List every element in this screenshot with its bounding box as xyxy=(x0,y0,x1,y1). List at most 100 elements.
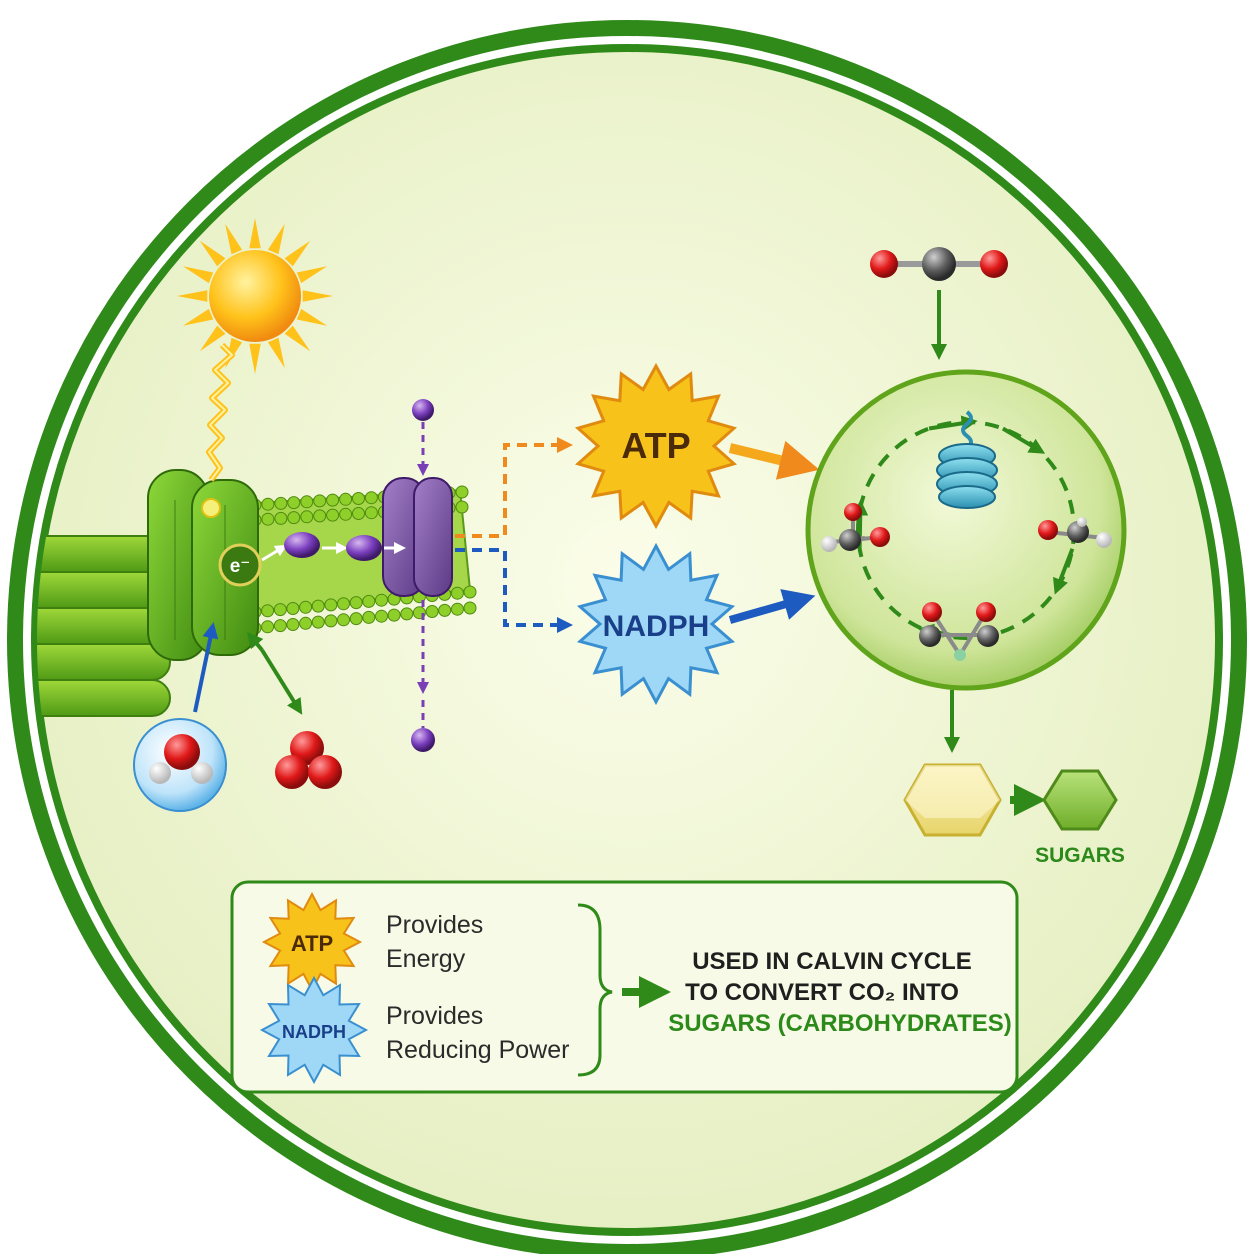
lipid-head xyxy=(375,593,388,607)
lipid-head xyxy=(326,508,340,522)
sun-ray xyxy=(177,290,208,302)
lipid-head xyxy=(273,603,287,617)
legend-nadph-desc-line1: Provides xyxy=(386,1002,483,1030)
sun-ray xyxy=(296,308,328,326)
lipid-head xyxy=(324,598,338,612)
sugar-product-icon xyxy=(1042,769,1118,831)
sun-ray xyxy=(249,343,261,374)
photosystem-to-oxygen-arrow xyxy=(260,648,303,715)
atp-burst: ATP xyxy=(574,362,738,530)
legend-nadph-badge: NADPH xyxy=(259,975,369,1085)
cycle-arrow xyxy=(1001,426,1046,454)
atp-label: ATP xyxy=(621,425,690,466)
water-molecule-icon xyxy=(133,718,227,812)
lipid-head xyxy=(273,619,287,633)
lipid-head xyxy=(425,605,439,618)
sugars-label: SUGARS xyxy=(1035,844,1125,867)
lipid-head xyxy=(450,602,464,616)
sun-ray xyxy=(249,218,261,249)
electron-label: e⁻ xyxy=(230,556,251,577)
lipid-head xyxy=(375,609,388,623)
electron-badge: e⁻ xyxy=(218,543,262,587)
lipid-head xyxy=(364,506,378,520)
proton-pathway xyxy=(411,399,435,752)
lipid-head xyxy=(287,496,301,510)
legend-brace xyxy=(577,903,613,1077)
lipid-head xyxy=(337,597,350,611)
sun-ray xyxy=(302,290,333,302)
thylakoid-stack xyxy=(37,535,171,717)
sun-ray xyxy=(182,308,214,326)
lipid-head xyxy=(311,599,325,613)
lipid-head xyxy=(352,492,365,505)
lipid-head xyxy=(261,604,275,618)
lipid-head xyxy=(450,586,464,600)
co2-molecule-icon xyxy=(870,247,1008,281)
sun-ray xyxy=(296,266,328,284)
arrow-to-atp xyxy=(455,437,573,538)
lipid-head xyxy=(261,620,275,634)
lipid-head xyxy=(463,585,477,599)
lipid-head xyxy=(286,618,300,631)
legend-result-line1: USED IN CALVIN CYCLE xyxy=(692,948,972,975)
sun-icon xyxy=(177,218,333,518)
electron-carriers xyxy=(261,532,406,562)
lipid-head xyxy=(287,511,301,525)
lipid-head xyxy=(326,493,340,507)
sun-ray xyxy=(284,240,311,267)
lipid-head xyxy=(455,485,469,499)
lipid-head xyxy=(337,613,350,627)
lipid-head xyxy=(362,594,376,608)
sun-ray xyxy=(267,223,285,255)
lipid-head xyxy=(349,596,363,610)
nadph-burst: NADPH xyxy=(576,542,736,706)
arrow-to-nadph xyxy=(455,548,573,633)
lipid-head xyxy=(349,612,363,626)
lipid-head xyxy=(261,497,275,511)
lipid-head xyxy=(311,615,325,629)
legend-result-line2: TO CONVERT CO₂ INTO xyxy=(685,979,959,1006)
lipid-head xyxy=(463,601,477,615)
lipid-head xyxy=(339,492,353,506)
sun-ray xyxy=(225,223,243,255)
sun-ray xyxy=(199,240,226,267)
lipid-head xyxy=(300,495,314,509)
legend-atp-label: ATP xyxy=(291,931,333,956)
legend-panel: ATP Provides Energy NADPH Provides Reduc… xyxy=(230,880,1019,1094)
lipid-head xyxy=(274,511,288,525)
rubisco-enzyme-icon xyxy=(936,410,998,509)
cycle-arrow xyxy=(928,415,978,432)
sun-ray xyxy=(267,337,285,369)
lipid-head xyxy=(299,600,313,614)
sun-ray xyxy=(284,325,311,352)
lipid-head xyxy=(300,510,314,524)
cytochrome-complex xyxy=(382,477,453,597)
nadph-to-cycle-arrow xyxy=(728,589,816,624)
cycle-molecule-right xyxy=(1038,517,1112,548)
legend-nadph-label: NADPH xyxy=(282,1022,346,1042)
lipid-head xyxy=(313,494,327,508)
lipid-head xyxy=(438,603,452,617)
lipid-head xyxy=(455,500,469,514)
cycle-molecule-bottom xyxy=(919,602,999,661)
sugar-hexagon-icon xyxy=(903,763,1002,837)
lipid-head xyxy=(274,496,288,510)
cycle-molecule-left xyxy=(821,503,890,552)
lipid-head xyxy=(352,507,365,520)
lipid-head xyxy=(313,509,327,523)
sun-ray xyxy=(199,325,226,352)
atp-to-cycle-arrow xyxy=(728,440,820,480)
legend-atp-desc-line2: Energy xyxy=(386,945,466,973)
lipid-head xyxy=(387,608,401,622)
cycle-arrow xyxy=(1053,548,1075,595)
legend-result-line3: SUGARS (CARBOHYDRATES) xyxy=(668,1010,1012,1037)
water-to-photosystem-arrow xyxy=(193,622,219,713)
lipid-head xyxy=(299,616,313,630)
lipid-head xyxy=(400,607,414,621)
lipid-head xyxy=(339,507,353,521)
lipid-head xyxy=(362,610,376,624)
nadph-label: NADPH xyxy=(603,610,710,643)
sun-ray xyxy=(182,266,214,284)
